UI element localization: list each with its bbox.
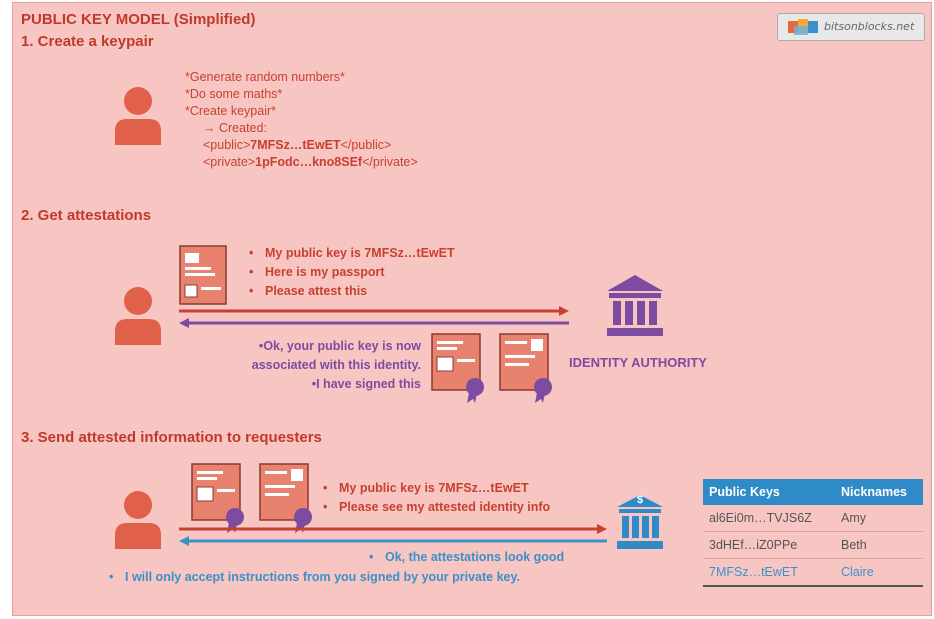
step1-note: *Do some maths* xyxy=(185,87,283,101)
table-row: 3dHEf…iZ0PPe Beth xyxy=(703,532,923,559)
page-title: PUBLIC KEY MODEL (Simplified) xyxy=(21,11,256,28)
step1-note: *Create keypair* xyxy=(185,104,277,118)
step2-request-item: •My public key is 7MFSz…tEwET xyxy=(249,246,455,260)
step2-request: •My public key is 7MFSz…tEwET •Here is m… xyxy=(249,244,455,301)
table-cell-nickname: Amy xyxy=(841,511,866,525)
step-1-heading: 1. Create a keypair xyxy=(21,33,154,50)
table-cell-key: 3dHEf…iZ0PPe xyxy=(709,538,798,552)
step2-response-item: associated with this identity. xyxy=(251,358,421,372)
table-cell-key: 7MFSz…tEwET xyxy=(709,565,798,579)
identity-authority-label: IDENTITY AUTHORITY xyxy=(569,355,707,370)
passport-document-icon xyxy=(179,245,227,305)
step2-response-item: •I have signed this xyxy=(311,377,421,391)
table-header-row: Public Keys Nicknames xyxy=(703,479,923,505)
step3-request-item: •Please see my attested identity info xyxy=(323,500,551,514)
attested-document-icon xyxy=(499,333,552,403)
step1-created: → Created: xyxy=(203,121,267,135)
step2-response-item: •Ok, your public key is now xyxy=(258,339,421,353)
private-key-line: <private>1pFodc…kno8SEf</private> xyxy=(185,154,418,171)
step1-note: *Generate random numbers* xyxy=(185,70,345,84)
public-key-line: <public>7MFSz…tEwET</public> xyxy=(185,137,418,154)
step-2-heading: 2. Get attestations xyxy=(21,207,152,224)
step3-arrows xyxy=(179,524,607,546)
bank-dollar-symbol: $ xyxy=(636,494,644,506)
table-cell-nickname: Claire xyxy=(841,565,874,579)
logo-text: bitsonblocks.net xyxy=(824,20,915,33)
logo: bitsonblocks.net xyxy=(777,13,925,41)
step3-request-item: •My public key is 7MFSz…tEwET xyxy=(323,481,529,495)
step3-request: •My public key is 7MFSz…tEwET •Please se… xyxy=(323,479,550,517)
table-row: al6Ei0m…TVJS6Z Amy xyxy=(703,505,923,532)
step2-arrows xyxy=(179,306,569,328)
step2-response: •Ok, your public key is now associated w… xyxy=(213,337,421,394)
step-3-heading: 3. Send attested information to requeste… xyxy=(21,429,322,446)
table-header-nicknames: Nicknames xyxy=(841,485,908,499)
person-icon xyxy=(115,491,161,549)
step3-response-1: •Ok, the attestations look good xyxy=(369,550,565,564)
attested-document-icon xyxy=(431,333,484,403)
person-icon xyxy=(115,287,161,345)
table-cell-key: al6Ei0m…TVJS6Z xyxy=(709,511,812,525)
public-open-tag: <public> xyxy=(203,138,251,152)
step3-response-2: •I will only accept instructions from yo… xyxy=(109,570,521,584)
public-keys-table: Public Keys Nicknames al6Ei0m…TVJS6Z Amy… xyxy=(703,479,923,587)
slide: PUBLIC KEY MODEL (Simplified) bitsonbloc… xyxy=(12,2,932,616)
public-close-tag: </public> xyxy=(340,138,392,152)
table-row: 7MFSz…tEwET Claire xyxy=(703,559,923,587)
step2-request-item: •Please attest this xyxy=(249,284,368,298)
private-close-tag: </private> xyxy=(362,155,418,169)
blocks-logo-icon xyxy=(788,19,818,35)
table-header-public-keys: Public Keys xyxy=(709,485,780,499)
public-key-value: 7MFSz…tEwET xyxy=(250,138,341,152)
identity-authority-building-icon xyxy=(607,275,663,336)
step2-request-item: •Here is my passport xyxy=(249,265,385,279)
person-icon xyxy=(115,87,161,145)
table-cell-nickname: Beth xyxy=(841,538,867,552)
attested-document-icon xyxy=(259,463,312,533)
step1-notes: *Generate random numbers* *Do some maths… xyxy=(185,69,418,171)
private-key-value: 1pFodc…kno8SEf xyxy=(255,155,363,169)
bank-building-icon xyxy=(617,495,663,549)
private-open-tag: <private> xyxy=(203,155,256,169)
